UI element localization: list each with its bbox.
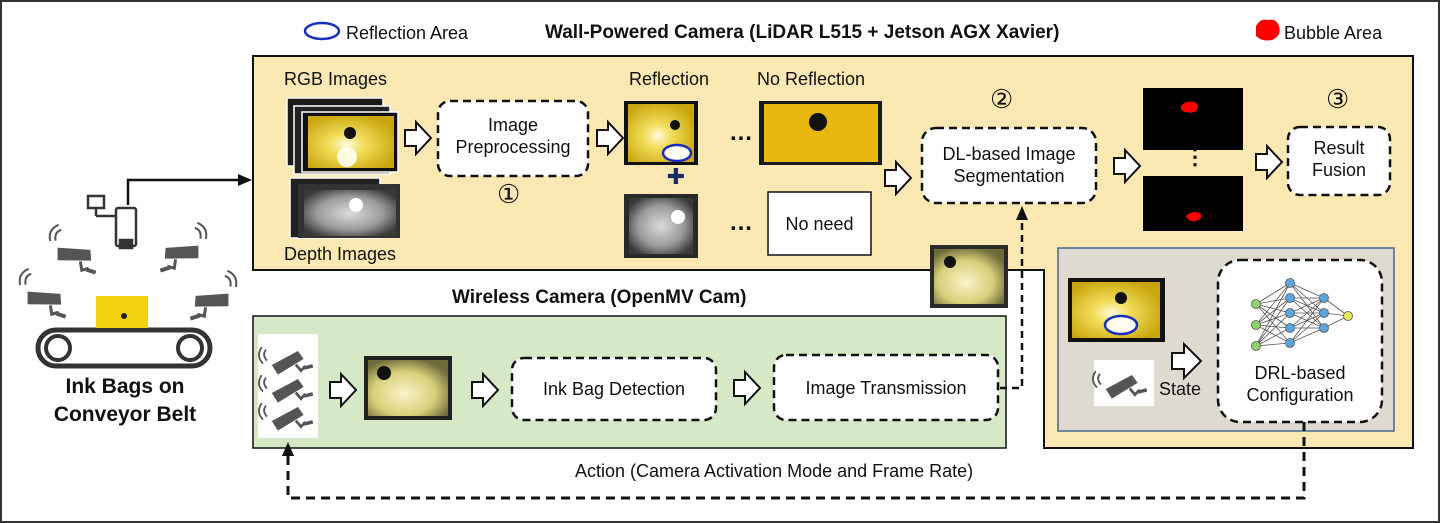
bubble-legend-icon: [1256, 19, 1280, 41]
step-2-marker: ②: [990, 84, 1014, 114]
state-camera-icon: [1089, 358, 1154, 406]
rgb-image-stack: [286, 97, 399, 175]
no-reflection-label: No Reflection: [757, 69, 866, 89]
wireless-captured-image: [364, 356, 452, 420]
image-preprocessing-label-2: Preprocessing: [455, 137, 571, 157]
image-preprocessing-label-1: Image: [487, 115, 539, 135]
state-label: State: [1159, 379, 1202, 399]
conveyor-label-2: Conveyor Belt: [53, 403, 197, 426]
arrow-icons: [329, 119, 1284, 409]
step-1-marker: ①: [497, 179, 521, 209]
image-transmission-box: [772, 353, 1000, 422]
action-arrow: [286, 422, 1306, 500]
ink-bag-detection-box: [510, 356, 718, 422]
segmentation-label-1: DL-based Image: [942, 144, 1076, 164]
wall-camera-title: Wall-Powered Camera (LiDAR L515 + Jetson…: [545, 22, 1060, 43]
arrow-icon: [1171, 341, 1203, 381]
ink-bag-detection-label: Ink Bag Detection: [542, 379, 686, 399]
reflection-label: Reflection: [629, 69, 710, 89]
conveyor-belt-icon: [35, 296, 213, 369]
no-need-label: No need: [785, 214, 854, 234]
bubble-legend-label: Bubble Area: [1284, 23, 1383, 43]
result-fusion-label-1: Result: [1313, 138, 1365, 158]
camera-icon: [148, 219, 216, 275]
arrow-icon: [471, 371, 500, 409]
reflection-image: [624, 101, 698, 165]
arrow-icon: [404, 119, 433, 157]
segmentation-output-1: [1143, 88, 1243, 150]
reflection-legend-label: Reflection Area: [346, 23, 469, 43]
segmentation-box: [920, 126, 1098, 205]
no-reflection-image: [759, 101, 882, 165]
camera-icon: [178, 267, 246, 323]
reflection-legend-icon: [303, 21, 341, 41]
arrow-icon: [1113, 147, 1142, 185]
vertical-ellipsis: ⋮: [1184, 144, 1206, 169]
result-fusion-box: [1286, 125, 1392, 197]
reflection-depth-image: [624, 194, 698, 258]
wireless-camera-title: Wireless Camera (OpenMV Cam): [452, 287, 747, 308]
drl-state-image: [1068, 278, 1165, 342]
input-arrow: [126, 178, 240, 205]
ellipsis-bottom: …: [729, 209, 753, 236]
neural-network-icon: [1251, 278, 1353, 351]
depth-images-label: Depth Images: [284, 244, 397, 264]
image-transmission-label: Image Transmission: [805, 378, 967, 398]
arrow-icon: [329, 371, 358, 409]
drl-configuration-label-2: Configuration: [1246, 385, 1354, 405]
arrow-icon: [596, 119, 625, 157]
transmission-arrow: [1000, 218, 1024, 390]
camera-icon: [10, 265, 78, 321]
result-fusion-label-2: Fusion: [1311, 160, 1367, 180]
conveyor-label-1: Ink Bags on: [65, 375, 185, 398]
drl-configuration-label-1: DRL-based: [1254, 363, 1346, 383]
image-preprocessing-box: [436, 99, 590, 178]
arrow-icon: [884, 159, 913, 197]
arrow-icon: [733, 369, 762, 407]
no-need-box: [767, 191, 872, 256]
action-label: Action (Camera Activation Mode and Frame…: [575, 461, 974, 481]
ellipsis-top: …: [729, 119, 753, 146]
segmentation-output-2: [1143, 176, 1243, 231]
camera-icon: [40, 221, 108, 277]
depth-image-stack: [289, 177, 400, 239]
step-3-marker: ③: [1326, 84, 1350, 114]
arrow-icon: [1255, 143, 1284, 181]
segmentation-label-2: Segmentation: [953, 166, 1065, 186]
plus-icon: ✚: [667, 165, 685, 190]
overhead-camera-icon: [86, 194, 138, 250]
transmitted-image: [930, 245, 1008, 308]
rgb-images-label: RGB Images: [284, 69, 388, 89]
wireless-camera-icons: [255, 334, 318, 438]
